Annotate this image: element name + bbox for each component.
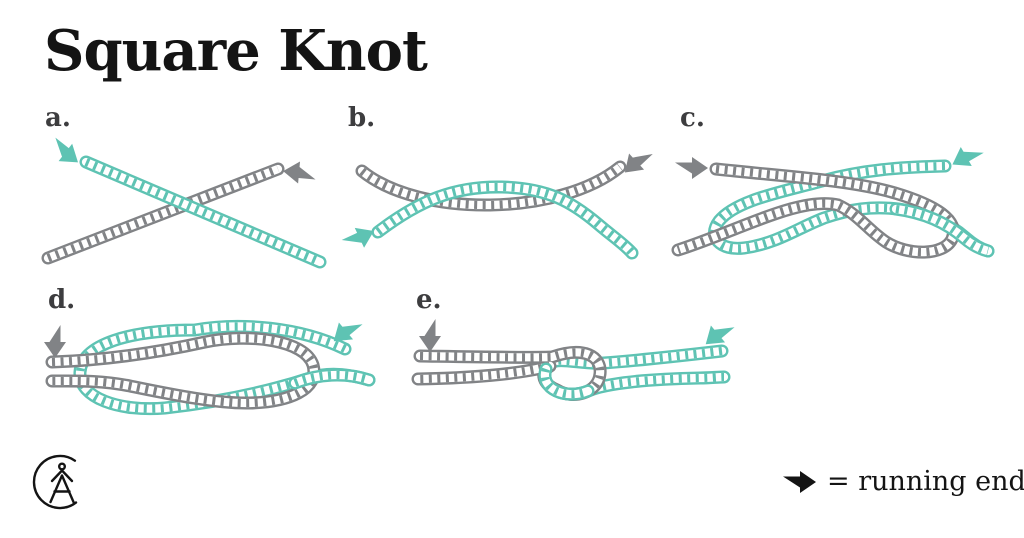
- running-end-arrow-icon: [45, 133, 85, 171]
- legend-text: = running end: [827, 466, 1024, 497]
- step-label-a: a.: [45, 103, 71, 133]
- circle-person-logo-icon: [32, 454, 78, 510]
- running-end-arrow-icon: [946, 138, 987, 175]
- step-b-ropes: [339, 141, 657, 255]
- running-end-arrow-icon: [675, 157, 708, 179]
- step-c-ropes: [675, 138, 988, 252]
- running-end-arrow-icon: [44, 325, 66, 358]
- running-end-arrow-icon: [617, 141, 657, 181]
- page-title: Square Knot: [44, 18, 428, 84]
- step-label-e: e.: [416, 285, 442, 315]
- step-label-c: c.: [680, 103, 705, 133]
- step-label-d: d.: [48, 285, 76, 315]
- running-end-arrow-icon: [282, 160, 317, 185]
- step-a-ropes: [45, 133, 320, 262]
- step-e-ropes: [418, 314, 739, 395]
- step-label-b: b.: [348, 103, 376, 133]
- step-d-ropes: [44, 311, 369, 409]
- running-end-arrow-icon: [339, 221, 379, 255]
- running-end-arrow-icon: [419, 319, 441, 352]
- legend: = running end: [781, 466, 1024, 497]
- arrow-right-icon: [783, 470, 816, 493]
